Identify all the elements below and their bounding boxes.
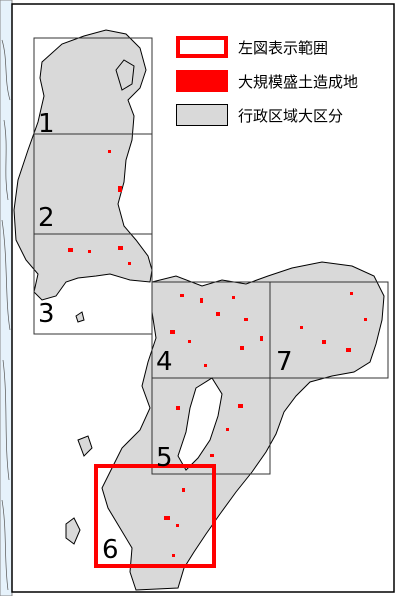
legend-label-fill-site: 大規模盛土造成地 xyxy=(238,72,359,91)
legend-item-display-range: 左図表示範囲 xyxy=(176,34,390,60)
legend-swatch-gray xyxy=(176,104,228,126)
land-main-south xyxy=(101,261,385,591)
land-west-island-a xyxy=(65,517,81,545)
map-legend: 左図表示範囲 大規模盛土造成地 行政区域大区分 xyxy=(176,34,390,136)
index-grid xyxy=(33,37,389,475)
legend-swatch-outline xyxy=(176,36,228,58)
grid-label-6: 6 xyxy=(102,535,119,565)
legend-item-admin-area: 行政区域大区分 xyxy=(176,102,390,128)
legend-item-fill-site: 大規模盛土造成地 xyxy=(176,68,390,94)
legend-label-display-range: 左図表示範囲 xyxy=(238,38,329,57)
water-inner-bay xyxy=(177,377,223,471)
grid-label-7: 7 xyxy=(276,347,293,377)
grid-cell-5 xyxy=(151,377,271,475)
grid-label-5: 5 xyxy=(156,443,173,473)
land-west-island-b xyxy=(77,435,93,457)
land-north-peninsula xyxy=(13,29,153,301)
legend-label-admin-area: 行政区域大区分 xyxy=(238,106,344,125)
grid-label-2: 2 xyxy=(38,203,55,233)
grid-cell-7 xyxy=(269,281,389,379)
land-north-islet xyxy=(115,59,135,91)
grid-label-3: 3 xyxy=(38,299,55,329)
relief-panel-left xyxy=(0,0,13,596)
relief-contours xyxy=(1,39,11,591)
fill-sites xyxy=(68,150,367,557)
land-west-island-c xyxy=(75,311,85,323)
grid-label-4: 4 xyxy=(156,347,173,377)
grid-label-1: 1 xyxy=(38,109,55,139)
legend-swatch-red xyxy=(176,70,228,92)
highlight-frame-6 xyxy=(94,464,216,568)
